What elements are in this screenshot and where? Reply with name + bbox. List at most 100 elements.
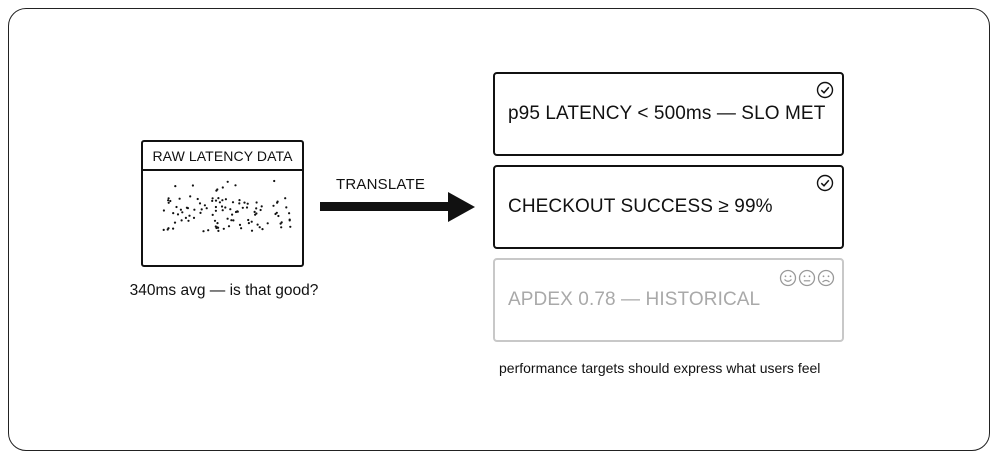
latency-dot (246, 202, 249, 205)
latency-dot (260, 205, 263, 208)
latency-dot (181, 211, 184, 214)
target-label: p95 LATENCY < 500ms — SLO MET (508, 103, 826, 124)
latency-dot (234, 184, 237, 187)
latency-dot (284, 197, 287, 200)
latency-dot (178, 197, 181, 200)
latency-dot (213, 219, 217, 222)
latency-dot (202, 230, 205, 233)
latency-dot (214, 199, 218, 202)
latency-dot (169, 199, 172, 203)
translate-label: TRANSLATE (336, 176, 426, 193)
latency-dot (285, 206, 288, 209)
latency-dot (203, 204, 206, 207)
latency-dot (211, 199, 214, 202)
latency-dot (198, 202, 202, 205)
latency-dot (199, 211, 202, 214)
latency-dot (167, 199, 170, 202)
latency-dot (221, 199, 224, 202)
latency-dot (247, 222, 250, 225)
latency-dot (187, 219, 190, 222)
latency-dot (172, 227, 175, 230)
raw-latency-title: RAW LATENCY DATA (143, 142, 302, 171)
latency-dot (167, 227, 170, 230)
latency-dot (231, 201, 235, 204)
latency-dot (167, 197, 170, 200)
latency-dot (229, 208, 232, 211)
latency-dot (247, 218, 250, 222)
latency-dot (214, 209, 217, 212)
latency-dot (167, 201, 170, 204)
latency-dot (240, 227, 243, 230)
latency-dot (279, 222, 282, 225)
face-scale-icons (779, 269, 835, 287)
latency-dot (176, 213, 180, 216)
target-card-p95-latency: p95 LATENCY < 500ms — SLO MET (493, 72, 844, 156)
latency-dot (259, 208, 262, 212)
latency-dot (191, 184, 194, 187)
latency-dot (254, 213, 257, 216)
latency-dot (192, 216, 196, 219)
latency-dot (216, 222, 219, 225)
latency-dot (217, 197, 220, 200)
neutral-face-icon (798, 269, 816, 287)
latency-dot (211, 213, 214, 216)
latency-dot (162, 228, 165, 231)
latency-dot (288, 212, 291, 215)
latency-dot (217, 229, 220, 232)
latency-dot (238, 202, 241, 205)
latency-dot (216, 226, 219, 229)
translate-arrow-icon (320, 192, 475, 222)
latency-dot (238, 223, 242, 226)
latency-dot (238, 199, 241, 202)
latency-dot (276, 200, 279, 203)
latency-dot (226, 180, 229, 183)
latency-dot (216, 188, 219, 191)
latency-dot (273, 179, 276, 183)
latency-dot (226, 217, 229, 220)
latency-dot (188, 214, 191, 217)
latency-dot (236, 210, 239, 213)
latency-dot (241, 206, 244, 209)
target-label: CHECKOUT SUCCESS ≥ 99% (508, 196, 773, 217)
check-circle-icon (816, 174, 834, 192)
latency-dot (175, 205, 178, 209)
latency-scatter-plot (162, 179, 292, 233)
latency-dot (253, 210, 256, 213)
latency-dot (214, 205, 217, 209)
latency-dot (261, 228, 264, 231)
latency-dot (179, 208, 182, 211)
raw-latency-caption: 340ms avg — is that good? (129, 282, 319, 299)
latency-dot (193, 208, 196, 211)
latency-dot (173, 221, 177, 224)
latency-dot (272, 204, 275, 207)
latency-dot (205, 207, 208, 210)
latency-dot (196, 197, 199, 201)
latency-dot (220, 205, 224, 208)
latency-dot (185, 206, 188, 209)
latency-dot (250, 229, 254, 232)
latency-dot (280, 226, 283, 229)
target-card-checkout-success: CHECKOUT SUCCESS ≥ 99% (493, 165, 844, 249)
latency-dot (200, 208, 203, 211)
latency-dot (184, 216, 187, 219)
latency-dot (275, 211, 278, 214)
latency-dot (250, 220, 253, 223)
latency-dot (189, 195, 192, 198)
happy-face-icon (779, 269, 797, 287)
sad-face-icon (817, 269, 835, 287)
latency-dot (255, 201, 258, 204)
target-label: APDEX 0.78 — HISTORICAL (508, 289, 761, 310)
latency-dot (174, 185, 177, 188)
latency-dot (172, 212, 175, 215)
latency-dot (256, 223, 259, 226)
latency-dot (266, 222, 269, 225)
latency-dot (277, 214, 280, 218)
latency-dot (289, 225, 292, 228)
latency-dot (207, 229, 210, 232)
latency-dot (227, 225, 231, 228)
latency-dot (221, 186, 224, 189)
latency-dot (232, 219, 235, 222)
latency-dot (224, 198, 227, 201)
check-circle-icon (816, 81, 834, 99)
latency-dot (224, 206, 227, 209)
